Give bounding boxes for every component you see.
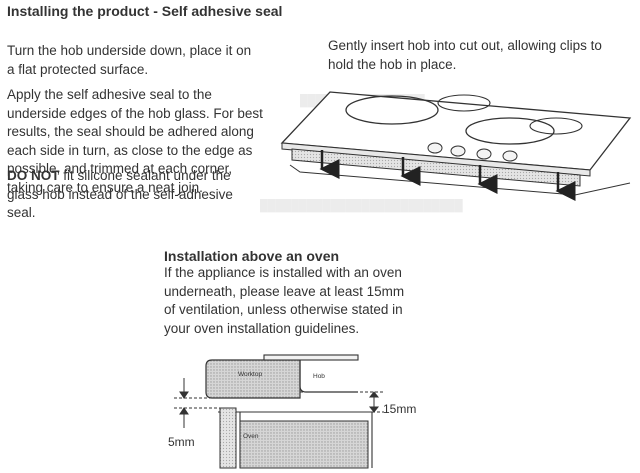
hob-label: Hob: [313, 373, 325, 380]
cross-section-diagram: Worktop Hob Oven 5mm 15mm: [168, 354, 416, 469]
instruction-turn-hob: Turn the hob underside down, place it on…: [7, 43, 252, 77]
section-title-self-adhesive-seal: Installing the product - Self adhesive s…: [7, 3, 283, 19]
warning-silicone: DO NOT fit silicone sealant under the gl…: [7, 167, 252, 223]
warning-text: fit silicone sealant under the glass hob…: [7, 168, 233, 220]
worktop-shape: [205, 359, 301, 399]
worktop-label: Worktop: [238, 371, 262, 378]
cooking-zone-icon: [437, 94, 491, 112]
oven-shape: [239, 420, 369, 469]
oven-label: Oven: [243, 433, 259, 440]
dimension-15mm: 15mm: [383, 402, 416, 416]
section-title-above-oven: Installation above an oven: [164, 248, 340, 264]
cooking-zone-icon: [529, 117, 583, 135]
hob-body: [291, 148, 581, 187]
hob-body-section: [299, 360, 358, 393]
bleed-through-text: ██████████████████████████: [260, 200, 463, 212]
cooking-zone-icon: [345, 95, 439, 125]
hob-glass-section: [263, 354, 359, 361]
cooking-zone-icon: [465, 117, 555, 145]
hob-insertion-illustration: [280, 91, 632, 201]
instruction-apply-seal: Apply the self adhesive seal to the unde…: [7, 87, 263, 195]
oven-side-panel: [219, 407, 237, 469]
warning-emphasis: DO NOT: [7, 168, 60, 183]
instruction-ventilation: If the appliance is installed with an ov…: [164, 265, 405, 336]
instruction-insert-hob: Gently insert hob into cut out, allowing…: [328, 38, 602, 72]
control-knobs: [427, 142, 518, 162]
dimension-5mm: 5mm: [168, 435, 195, 449]
